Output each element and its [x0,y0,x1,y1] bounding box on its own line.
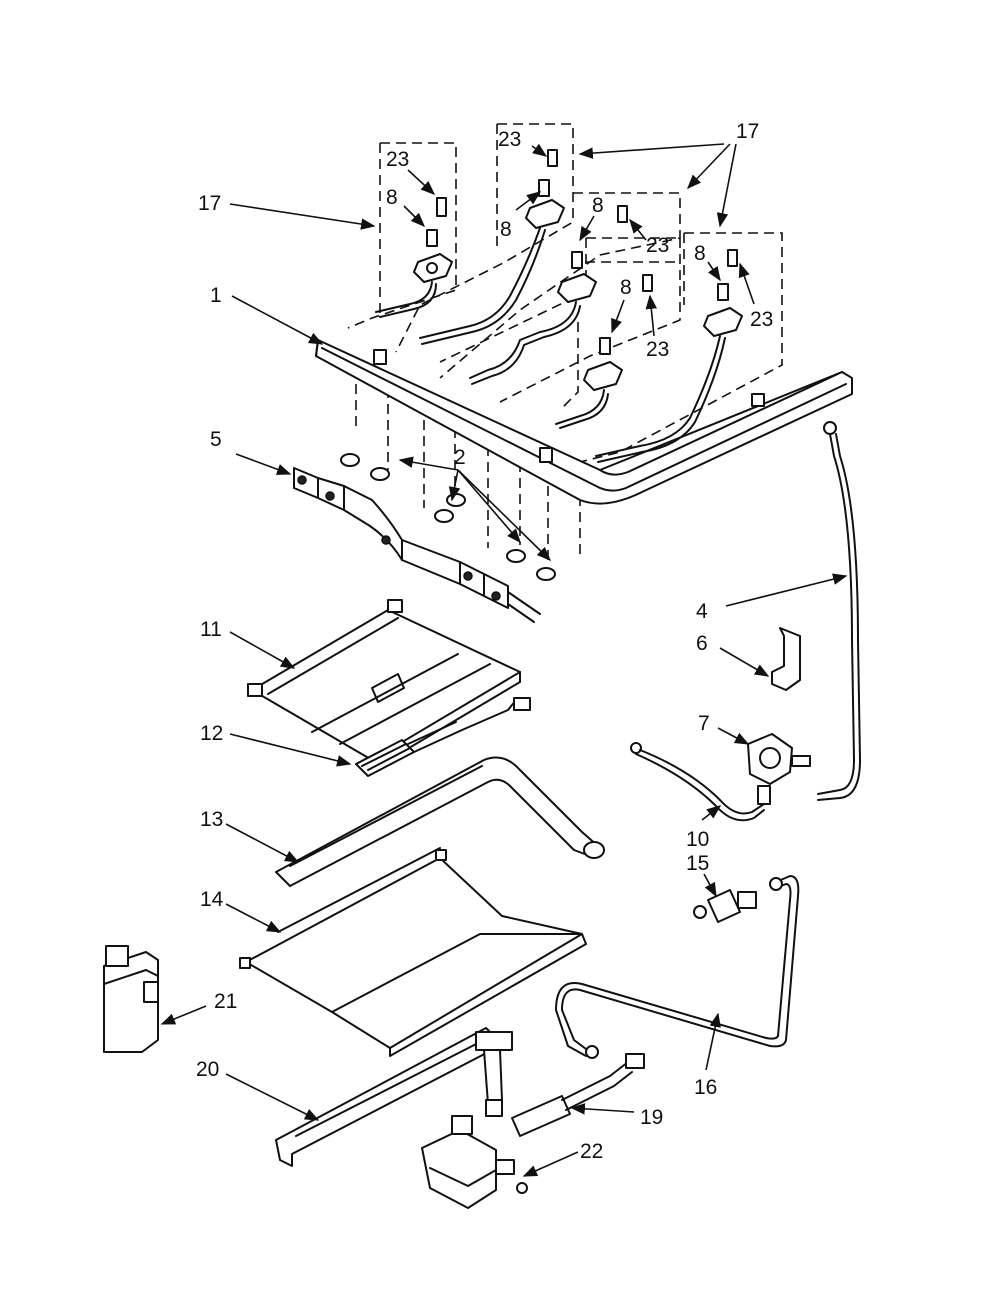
lower-heat-shield [239,847,587,1057]
supply-tube [817,421,861,801]
broil-burner [275,756,605,887]
pressure-regulator [747,733,811,785]
callout-16: 16 [694,1076,717,1099]
broil-igniter [355,697,531,777]
callout-11: 11 [200,618,222,641]
callout-17-right: 17 [736,120,759,143]
bake-burner [275,1027,513,1167]
callout-labels: 17 1 5 23 8 23 8 8 23 17 8 23 8 23 2 4 6… [196,120,773,1163]
elbow-fitting [693,889,757,923]
bake-igniter [511,1053,645,1137]
manifold-bar [315,339,853,505]
burner-valve-2 [419,149,565,345]
oven-supply-tube [555,875,800,1059]
callout-2: 2 [454,446,466,469]
callout-1: 1 [210,284,222,307]
callout-15: 15 [686,852,709,875]
burner-valve-5 [595,249,743,463]
callout-8-b: 8 [500,218,512,241]
callout-4: 4 [696,600,708,623]
callout-8-c: 8 [592,194,604,217]
burner-valve-1 [375,197,453,318]
callout-14: 14 [200,888,224,911]
callout-23-e: 23 [646,338,669,361]
callout-10: 10 [686,828,709,851]
callout-20: 20 [196,1058,219,1081]
callout-12: 12 [200,722,223,745]
callout-8-d: 8 [694,242,706,265]
callout-23-a: 23 [386,148,409,171]
callout-6: 6 [696,632,708,655]
callout-22: 22 [580,1140,603,1163]
spark-module [103,945,159,1053]
callout-21: 21 [214,990,237,1013]
callout-13: 13 [200,808,223,831]
callout-23-b: 23 [498,128,521,151]
callout-17-left: 17 [198,192,221,215]
callout-23-c: 23 [646,234,669,257]
callout-8-e: 8 [620,276,632,299]
oven-safety-valve [421,1115,528,1209]
regulator-bracket [771,627,801,691]
callout-7: 7 [698,712,710,735]
burner-valve-3 [469,205,628,385]
valve-group-boxes [347,123,783,463]
orifice-bracket [293,467,541,623]
upper-heat-shield [247,599,521,771]
burner-valve-4 [555,274,653,429]
callout-23-d: 23 [750,308,773,331]
callout-8-a: 8 [386,186,398,209]
callout-19: 19 [640,1106,663,1129]
leader-lines [160,143,848,1177]
callout-5: 5 [210,428,222,451]
